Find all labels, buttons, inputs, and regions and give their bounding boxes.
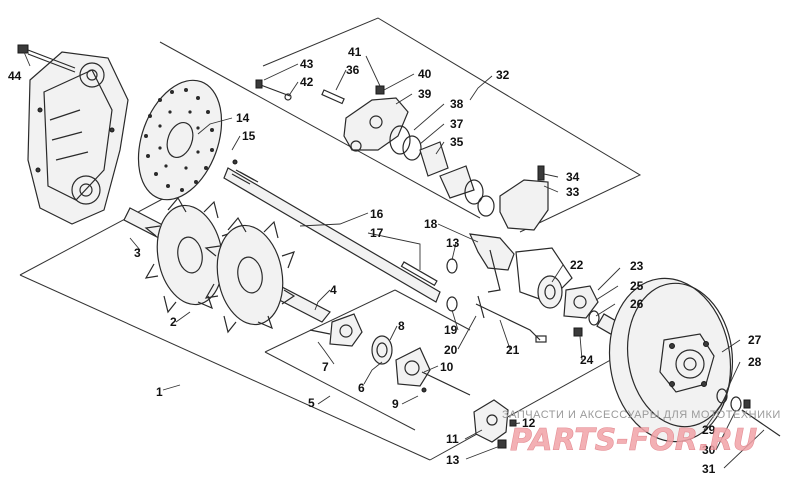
callout-27: 27: [748, 333, 762, 347]
driveshaft: [223, 159, 441, 303]
callout-5: 5: [308, 396, 315, 410]
callout-31: 31: [702, 462, 716, 476]
brake-disc: [137, 79, 223, 201]
callout-3: 3: [134, 246, 141, 260]
leader-lines: [23, 51, 765, 469]
callout-24: 24: [580, 353, 594, 367]
bearing-housing-group: [309, 313, 471, 396]
callout-40: 40: [418, 67, 432, 81]
callout-29: 29: [702, 423, 716, 437]
callout-18: 18: [424, 217, 438, 231]
callout-28: 28: [748, 355, 762, 369]
callout-8: 8: [398, 319, 405, 333]
callout-22: 22: [570, 258, 584, 272]
callout-32: 32: [496, 68, 510, 82]
callout-38: 38: [450, 97, 464, 111]
group-frames: [19, 17, 642, 461]
bolt-44: [17, 44, 76, 73]
callout-25: 25: [630, 279, 644, 293]
callout-26: 26: [630, 297, 644, 311]
callout-11: 11: [446, 432, 459, 446]
callout-21: 21: [506, 343, 520, 357]
callout-13-bottom: 13: [446, 453, 460, 467]
callout-7: 7: [322, 360, 329, 374]
callout-19: 19: [444, 323, 458, 337]
drive-sprockets: [123, 196, 331, 334]
callout-30: 30: [702, 443, 716, 457]
chaincase-housing: [27, 51, 129, 225]
callout-12: 12: [522, 416, 536, 430]
callout-labels: 1 2 3 4 5 6 7 8 9 10 11 12 13 13 14 15 1…: [8, 45, 762, 476]
callout-33: 33: [566, 185, 580, 199]
callout-39: 39: [418, 87, 432, 101]
callout-2: 2: [170, 315, 177, 329]
callout-9: 9: [392, 397, 399, 411]
callout-35: 35: [450, 135, 464, 149]
callout-23: 23: [630, 259, 644, 273]
brake-caliper-group: [255, 79, 549, 231]
callout-42: 42: [300, 75, 314, 89]
callout-44: 44: [8, 69, 22, 83]
end-cap: [473, 399, 517, 449]
callout-16: 16: [370, 207, 384, 221]
callout-17: 17: [370, 226, 384, 240]
callout-34: 34: [566, 170, 580, 184]
callout-41: 41: [348, 45, 362, 59]
watermark-logo: PARTS-FOR.RU: [510, 423, 757, 458]
watermark-tagline: ЗАПЧАСТИ И АКСЕССУАРЫ ДЛЯ МОТОТЕХНИКИ: [502, 409, 781, 421]
callout-1: 1: [156, 385, 163, 399]
watermark: ЗАПЧАСТИ И АКСЕССУАРЫ ДЛЯ МОТОТЕХНИКИ PA…: [502, 409, 781, 458]
right-bearing-group: [446, 233, 626, 343]
driven-drum: [608, 277, 781, 443]
callout-14: 14: [236, 111, 250, 125]
callout-15: 15: [242, 129, 256, 143]
callout-20: 20: [444, 343, 458, 357]
callout-43: 43: [300, 57, 314, 71]
callout-37: 37: [450, 117, 464, 131]
callout-6: 6: [358, 381, 365, 395]
callout-13-top: 13: [446, 236, 460, 250]
callout-4: 4: [330, 283, 337, 297]
callout-36: 36: [346, 63, 360, 77]
callout-10: 10: [440, 360, 454, 374]
